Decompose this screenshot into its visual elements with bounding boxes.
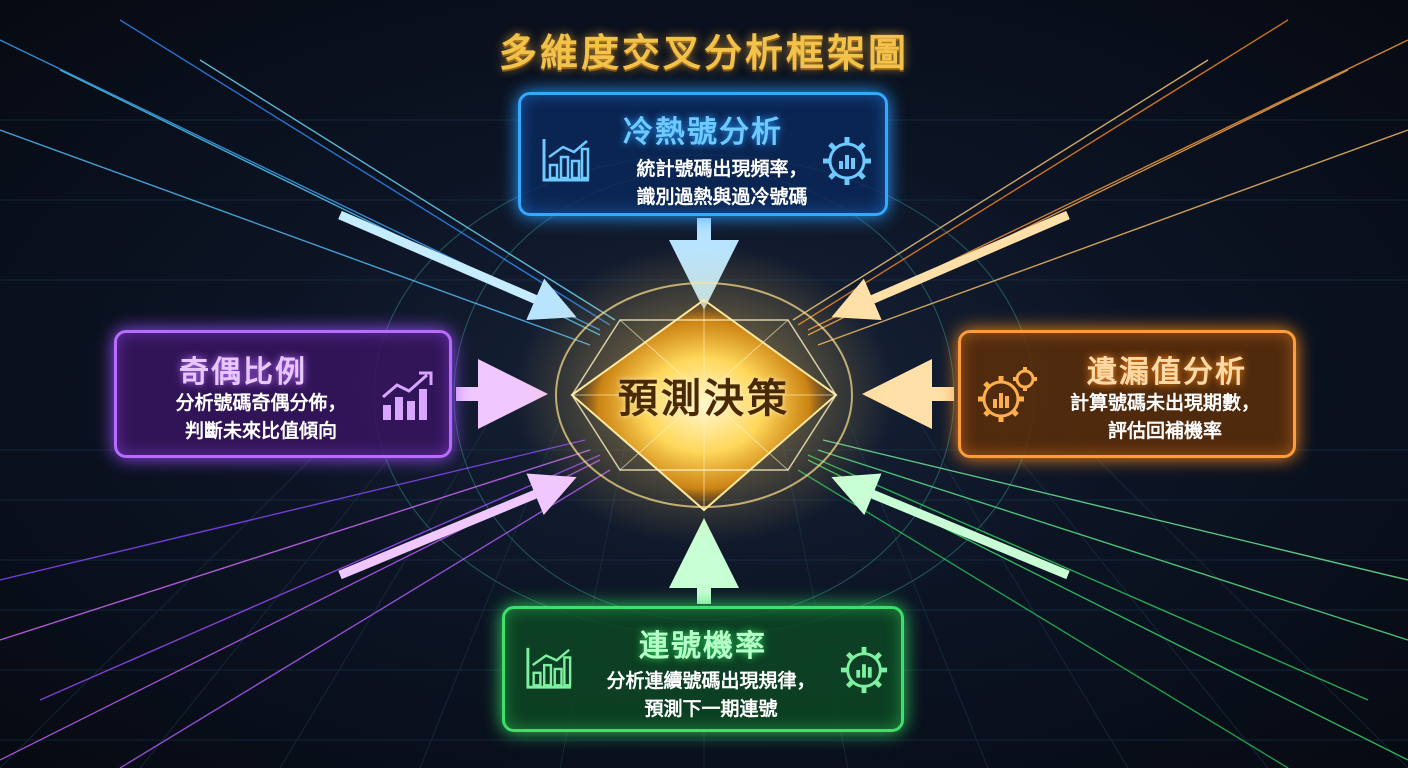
- arrow-top-right: [831, 210, 1070, 320]
- node-heading: 連號機率: [639, 629, 767, 664]
- node-description: 分析號碼奇偶分佈， 判斷未來比值傾向: [147, 389, 375, 445]
- bar-chart-trend-icon: [382, 371, 433, 420]
- arrow-bottom-right: [831, 473, 1070, 580]
- node-description: 統計號碼出現頻率， 識別過熱與過冷號碼: [607, 155, 837, 211]
- bar-chart-icon: [526, 647, 572, 689]
- node-odd-even-ratio: 奇偶比例 分析號碼奇偶分佈， 判斷未來比值傾向: [114, 330, 452, 458]
- desc-line: 評估回補機率: [1107, 420, 1222, 442]
- node-heading: 遺漏值分析: [1087, 355, 1247, 390]
- desc-line: 統計號碼出現頻率，: [636, 158, 808, 180]
- node-consecutive-probability: 連號機率 分析連續號碼出現規律， 預測下一期連號: [502, 606, 904, 732]
- gear-chart-icon: [823, 137, 871, 185]
- gear-chart-icon: [840, 646, 888, 694]
- desc-line: 分析連續號碼出現規律，: [606, 670, 816, 692]
- desc-line: 分析號碼奇偶分佈，: [175, 392, 347, 414]
- desc-line: 判斷未來比值傾向: [184, 420, 337, 442]
- desc-line: 預測下一期連號: [644, 698, 778, 720]
- arrow-bottom-left: [338, 473, 577, 580]
- center-node-label: 預測決策: [618, 376, 790, 422]
- node-description: 分析連續號碼出現規律， 預測下一期連號: [583, 667, 839, 723]
- gears-icon: [978, 367, 1037, 422]
- arrow-top-left: [338, 210, 577, 320]
- node-description: 計算號碼未出現期數， 評估回補機率: [1045, 389, 1285, 445]
- node-heading: 奇偶比例: [179, 355, 307, 390]
- center-gem: [555, 282, 853, 512]
- node-hot-cold-analysis: 冷熱號分析 統計號碼出現頻率， 識別過熱與過冷號碼: [518, 92, 888, 216]
- node-heading: 冷熱號分析: [623, 115, 783, 150]
- bar-chart-icon: [542, 139, 590, 182]
- desc-line: 識別過熱與過冷號碼: [636, 186, 808, 208]
- node-missing-value-analysis: 遺漏值分析 計算號碼未出現期數， 評估回補機率: [958, 330, 1296, 458]
- diagram-title: 多維度交叉分析框架圖: [498, 31, 909, 75]
- desc-line: 計算號碼未出現期數，: [1069, 392, 1260, 414]
